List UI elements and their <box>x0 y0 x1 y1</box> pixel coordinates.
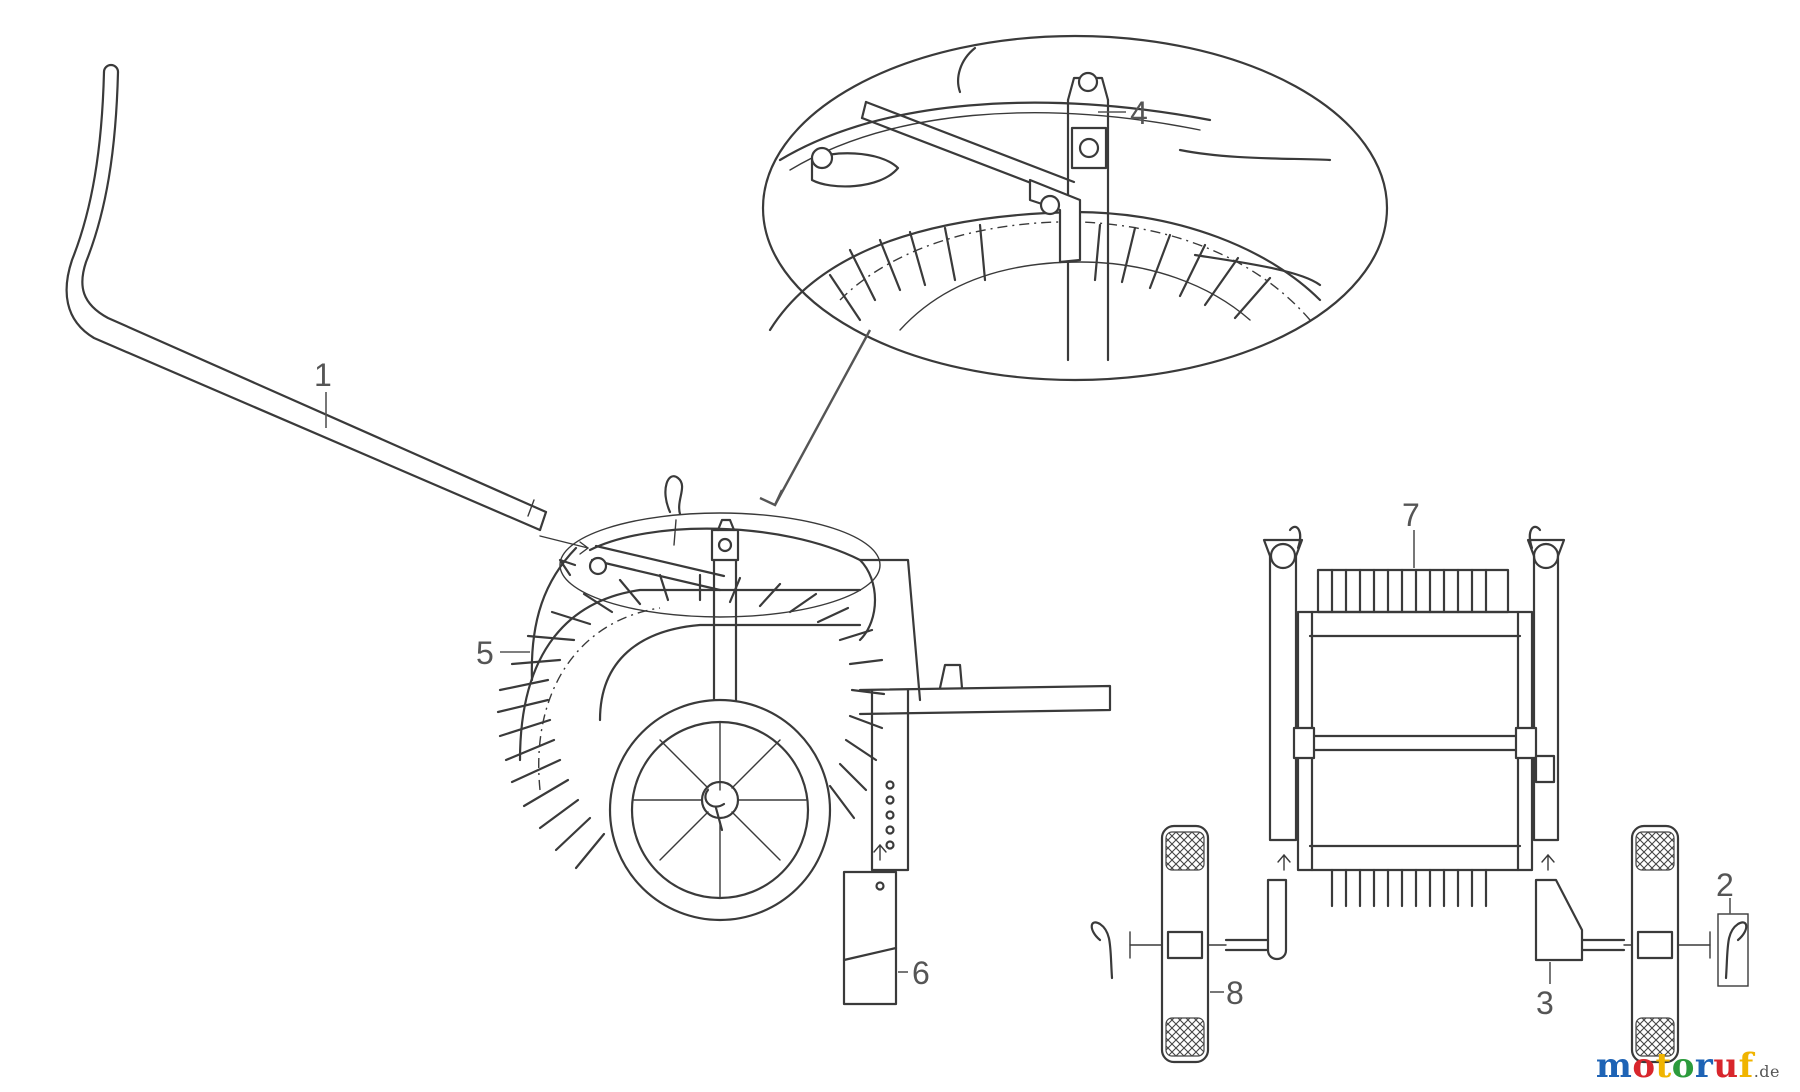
motoruf-watermark-logo: motoruf.de <box>1596 1046 1780 1086</box>
callout-2: 2 <box>1716 867 1734 914</box>
watermark-letter: f <box>1738 1046 1754 1086</box>
svg-text:6: 6 <box>912 955 930 991</box>
rake-assembly-front-view <box>1090 525 1749 1064</box>
watermark-letter: r <box>1694 1046 1714 1086</box>
watermark-letter: o <box>1632 1046 1656 1086</box>
callouts: 1 2 3 4 5 6 7 8 <box>314 95 1734 1021</box>
svg-text:8: 8 <box>1226 975 1244 1011</box>
callout-1: 1 <box>314 357 332 428</box>
watermark-letter: u <box>1713 1046 1739 1086</box>
rake-assembly-side-view <box>496 475 1112 1006</box>
callout-8: 8 <box>1210 975 1244 1011</box>
callout-6: 6 <box>898 955 930 991</box>
callout-5: 5 <box>476 635 530 671</box>
callout-7: 7 <box>1402 497 1420 568</box>
wheel-left <box>1160 824 1210 1064</box>
svg-text:1: 1 <box>314 357 332 393</box>
handle-bar <box>65 63 548 532</box>
callout-3: 3 <box>1536 962 1554 1021</box>
watermark-letter: m <box>1595 1046 1633 1086</box>
svg-text:3: 3 <box>1536 985 1554 1021</box>
side-wheel <box>608 698 832 922</box>
zoom-arrow <box>759 329 872 507</box>
wheel-right <box>1630 824 1680 1064</box>
watermark-tld: .de <box>1753 1062 1780 1081</box>
watermark-letter: o <box>1671 1046 1695 1086</box>
watermark-letter: t <box>1655 1046 1672 1086</box>
callout-4: 4 <box>1098 95 1148 131</box>
svg-text:4: 4 <box>1130 95 1148 131</box>
svg-text:2: 2 <box>1716 867 1734 903</box>
detail-zoom-view <box>761 34 1389 382</box>
svg-text:7: 7 <box>1402 497 1420 533</box>
svg-text:5: 5 <box>476 635 494 671</box>
